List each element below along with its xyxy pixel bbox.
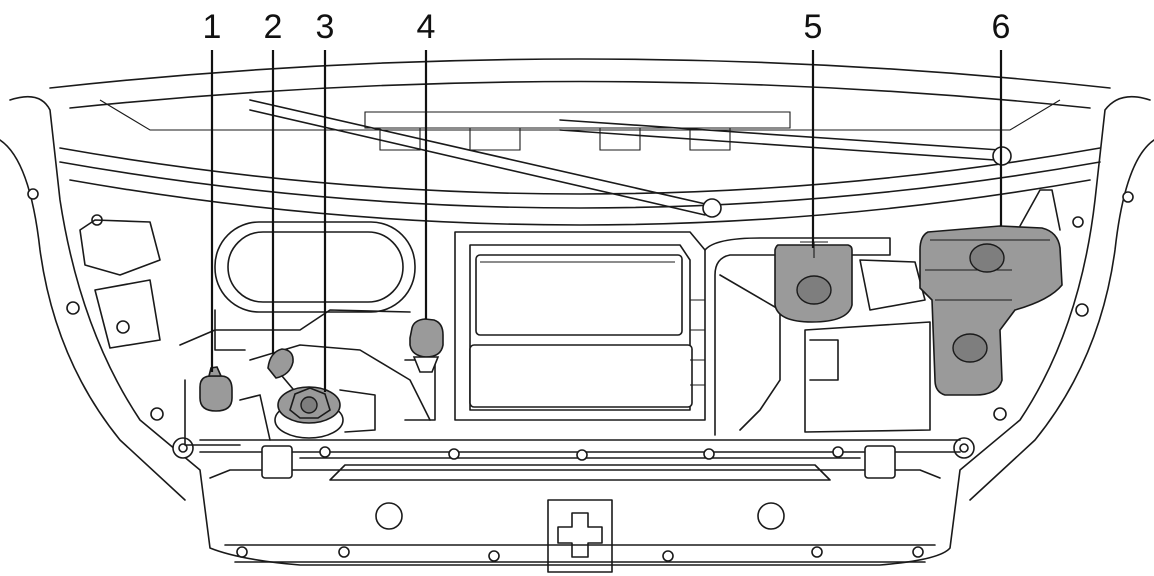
part-2-cap xyxy=(267,348,299,396)
callout-labels: 1 2 3 4 5 6 xyxy=(203,8,1011,46)
left-components xyxy=(79,219,431,446)
leader-lines xyxy=(210,50,1003,392)
callout-2: 2 xyxy=(264,8,283,46)
part-4-reservoir-cap xyxy=(409,318,444,373)
callout-6: 6 xyxy=(992,8,1011,46)
front-support xyxy=(199,439,961,573)
callout-4: 4 xyxy=(417,8,436,46)
part-3-oil-filler-cap xyxy=(274,386,344,439)
callout-3: 3 xyxy=(316,8,335,46)
callout-5: 5 xyxy=(804,8,823,46)
part-6-washer-reservoir xyxy=(919,189,1063,396)
callout-1: 1 xyxy=(203,8,222,46)
part-5-coolant-cap xyxy=(774,241,853,323)
center-components xyxy=(404,231,931,436)
part-1-dipstick xyxy=(199,366,233,412)
